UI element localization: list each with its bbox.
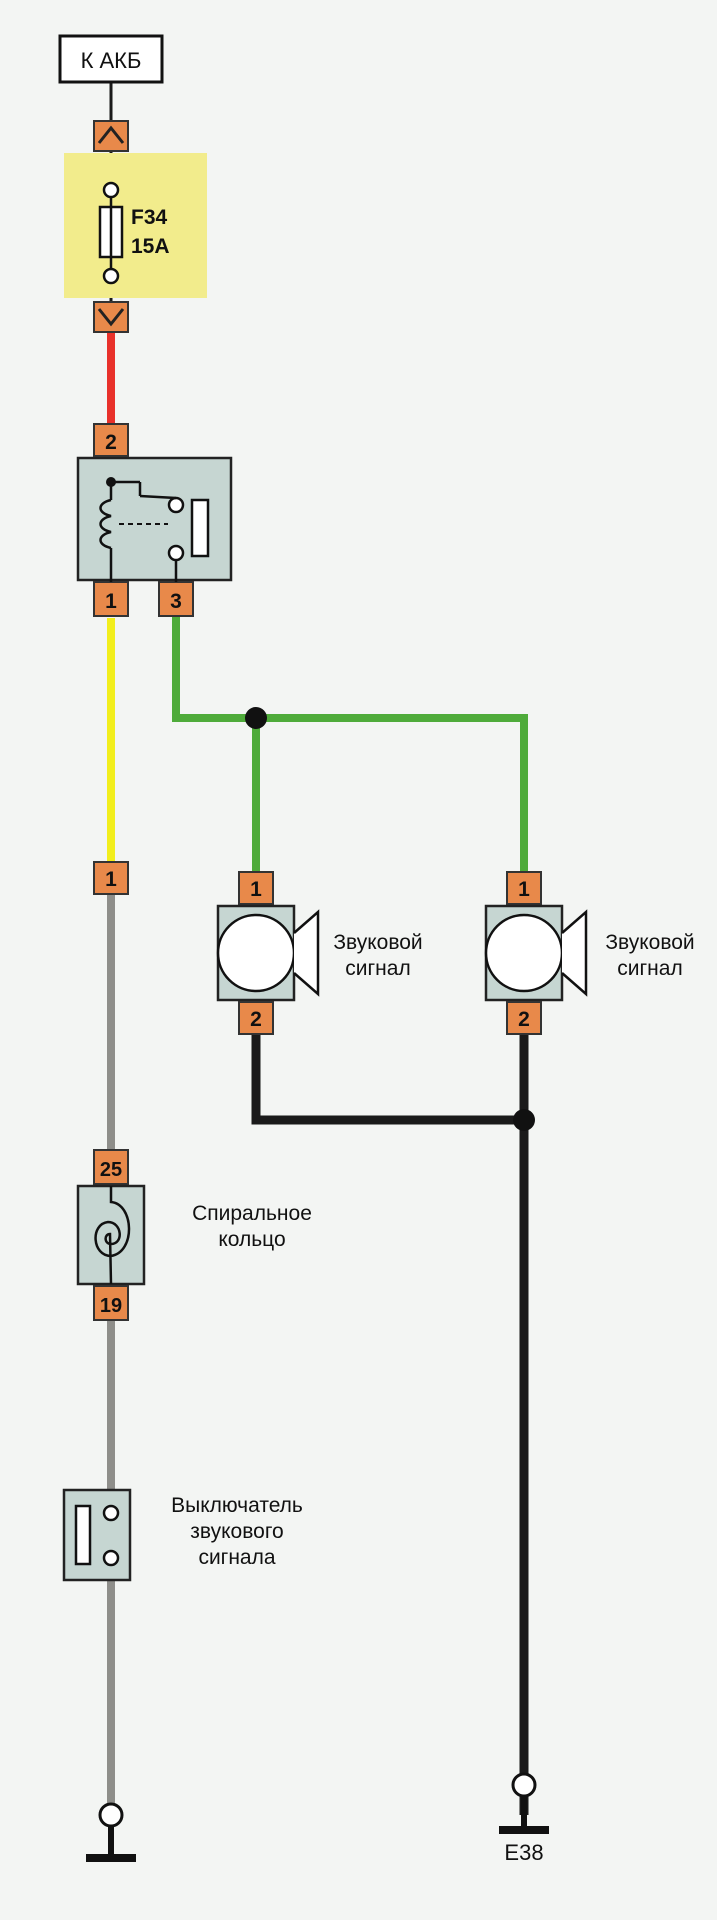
svg-text:1: 1 — [105, 868, 117, 891]
junction-green — [245, 707, 267, 729]
horn-2-label-1: Звуковой — [605, 931, 694, 954]
fuse-rating: 15A — [131, 235, 170, 258]
clockspring-pin-25 — [93, 1149, 129, 1185]
spiral-icon — [94, 1186, 131, 1285]
chevron-down-icon — [97, 308, 125, 327]
clockspring-label-2: кольцо — [218, 1228, 285, 1251]
inline-connector: 1 — [93, 861, 129, 895]
svg-text:25: 25 — [100, 1159, 122, 1181]
wire-green — [172, 617, 528, 872]
battery-terminal: К АКБ — [58, 34, 164, 84]
svg-text:2: 2 — [105, 431, 117, 454]
svg-text:1: 1 — [105, 590, 117, 613]
relay-contact-icon — [139, 494, 177, 500]
clockspring-pin-19 — [93, 1285, 129, 1321]
fuse-highlight — [64, 153, 207, 298]
relay-pin-1 — [93, 581, 129, 617]
ground-e38-terminal — [511, 1772, 537, 1798]
svg-text:3: 3 — [170, 590, 182, 613]
horn-1: 1 2 Звуковой сигнал — [216, 871, 423, 1035]
clockspring-label-1: Спиральное — [192, 1202, 312, 1225]
switch-contact-icon — [74, 1504, 92, 1566]
horn-2-label-2: сигнал — [617, 957, 682, 980]
horn-switch-label-1: Выключатель — [171, 1494, 303, 1517]
svg-text:1: 1 — [250, 878, 262, 901]
ground-left-icon — [86, 1854, 136, 1862]
chevron-up-icon — [97, 125, 125, 144]
horn-1-speaker-icon — [216, 913, 296, 993]
ground-e38-label: E38 — [504, 1840, 543, 1865]
fuse-f34: F34 15A — [64, 120, 207, 333]
horn-1-pin-top — [238, 871, 274, 905]
ground-e38: E38 — [499, 1772, 549, 1865]
horn-switch: Выключатель звукового сигнала — [62, 1488, 303, 1582]
ground-left-terminal — [98, 1802, 124, 1828]
horn-1-label-2: сигнал — [345, 957, 410, 980]
horn-2-speaker-icon — [484, 913, 564, 993]
clockspring: 25 19 Спиральное кольцо — [76, 1149, 312, 1321]
horn-1-label-1: Звуковой — [333, 931, 422, 954]
battery-label: К АКБ — [81, 48, 142, 73]
junction-black — [513, 1109, 535, 1131]
fuse-id: F34 — [131, 206, 168, 229]
svg-text:19: 19 — [100, 1295, 122, 1317]
svg-text:2: 2 — [518, 1008, 530, 1031]
ground-e38-icon — [499, 1826, 549, 1834]
horn-2: 1 2 Звуковой сигнал — [484, 871, 695, 1035]
fuse-bottom-connector — [93, 301, 129, 333]
ground-left — [86, 1802, 136, 1862]
relay-pin-2 — [93, 423, 129, 457]
horn-2-bell-icon — [561, 909, 588, 997]
horn-2-pin-bottom — [506, 1001, 542, 1035]
horn-switch-body — [62, 1488, 132, 1582]
horn-2-pin-top — [506, 871, 542, 905]
svg-text:1: 1 — [518, 878, 530, 901]
svg-text:2: 2 — [250, 1008, 262, 1031]
horn-1-bell-icon — [293, 909, 320, 997]
wires — [107, 82, 535, 1815]
fuse-top-connector — [93, 120, 129, 152]
horn-relay: 2 1 3 — [76, 423, 233, 617]
horn-switch-label-2: звукового — [190, 1520, 283, 1543]
horn-switch-label-3: сигнала — [198, 1546, 275, 1569]
horn-1-pin-bottom — [238, 1001, 274, 1035]
relay-coil-icon — [99, 498, 112, 550]
wire-black — [251, 1034, 529, 1815]
